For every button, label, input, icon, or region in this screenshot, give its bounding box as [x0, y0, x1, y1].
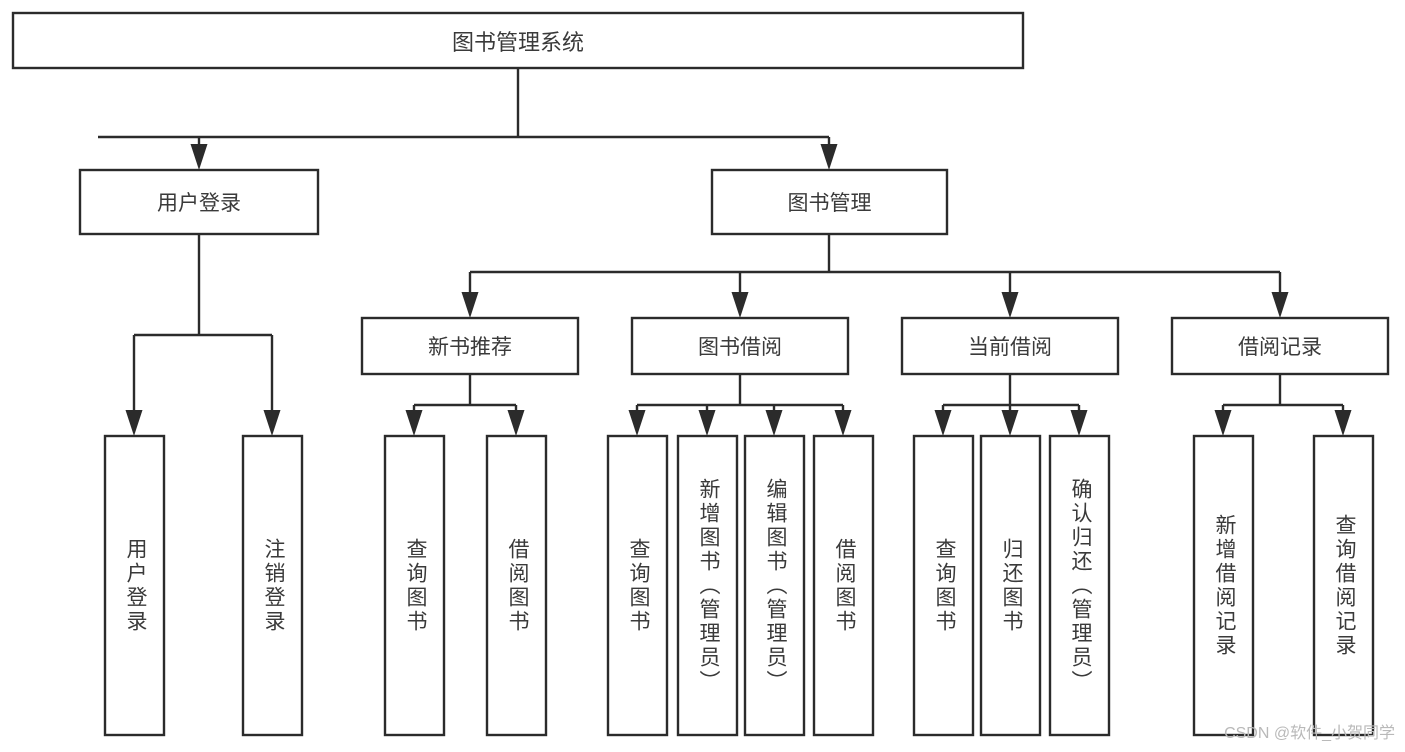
leaf-node-leaf-query-book-3[interactable] [912, 434, 975, 737]
level1-node-user-login[interactable] [78, 168, 320, 236]
level2-node-book-borrow[interactable] [630, 316, 850, 376]
connector-bus-user-login [134, 234, 272, 337]
arrow-to-user-login [190, 137, 208, 170]
arrow-to-leaf-add-record [1214, 405, 1232, 436]
connector-bus-borrow-record [1223, 374, 1343, 407]
leaf-node-leaf-user-login[interactable] [103, 434, 166, 737]
leaf-node-leaf-add-book[interactable] [676, 434, 739, 737]
leaf-node-leaf-add-record[interactable] [1192, 434, 1255, 737]
leaf-node-leaf-edit-book[interactable] [743, 434, 806, 737]
arrow-to-leaf-query-book-2 [628, 405, 646, 436]
arrow-to-book-manage [820, 137, 838, 170]
arrow-to-new-book-recommend [461, 272, 479, 318]
connector-bus-book-borrow [637, 374, 843, 407]
arrow-to-leaf-query-record [1334, 405, 1352, 436]
connector-bus-new-book [414, 374, 516, 407]
level2-node-new-book-recommend[interactable] [360, 316, 580, 376]
leaf-node-leaf-borrow-book-2[interactable] [812, 434, 875, 737]
connector-bus-root [98, 68, 829, 139]
leaf-node-leaf-borrow-book-1[interactable] [485, 434, 548, 737]
level2-node-borrow-record[interactable] [1170, 316, 1390, 376]
arrow-to-leaf-borrow-book-2 [834, 405, 852, 436]
arrow-to-book-borrow [731, 272, 749, 318]
arrow-to-leaf-edit-book [765, 405, 783, 436]
level2-node-current-borrow[interactable] [900, 316, 1120, 376]
leaf-node-leaf-user-logout[interactable] [241, 434, 304, 737]
leaf-node-leaf-query-book-1[interactable] [383, 434, 446, 737]
leaf-node-leaf-return-book[interactable] [979, 434, 1042, 737]
leaf-node-leaf-query-book-2[interactable] [606, 434, 669, 737]
arrow-to-leaf-user-logout [263, 335, 281, 436]
arrow-to-leaf-add-book [698, 405, 716, 436]
arrow-to-leaf-borrow-book-1 [507, 405, 525, 436]
arrow-to-leaf-return-book [1001, 405, 1019, 436]
connector-bus-current-borrow [943, 374, 1079, 407]
level1-node-book-manage[interactable] [710, 168, 949, 236]
leaf-node-leaf-query-record[interactable] [1312, 434, 1375, 737]
arrow-to-leaf-query-book-1 [405, 405, 423, 436]
arrow-to-leaf-user-login [125, 335, 143, 436]
leaf-node-leaf-confirm-return[interactable] [1048, 434, 1111, 737]
root-undefined[interactable] [11, 11, 1025, 70]
arrow-to-leaf-query-book-3 [934, 405, 952, 436]
connector-bus-book-manage [470, 234, 1280, 274]
arrow-to-borrow-record [1271, 272, 1289, 318]
arrow-to-current-borrow [1001, 272, 1019, 318]
arrow-to-leaf-confirm-return [1070, 405, 1088, 436]
